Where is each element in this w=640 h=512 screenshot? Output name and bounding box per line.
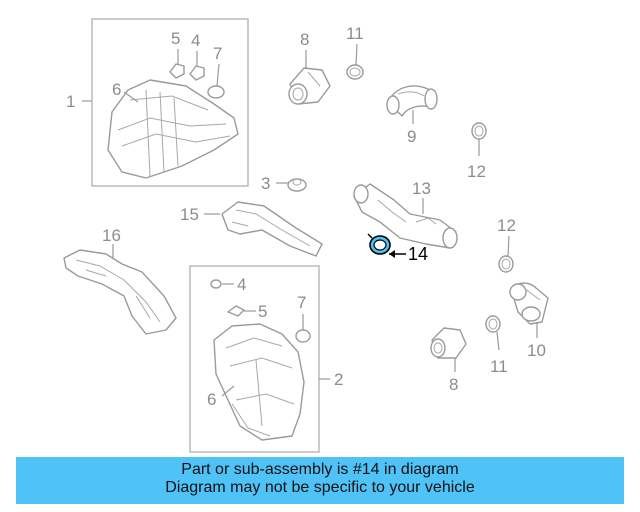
callout-8-lower: 8 bbox=[449, 375, 458, 394]
o-ring-upper-7 bbox=[207, 85, 225, 99]
part-info-banner: Part or sub-assembly is #14 in diagram D… bbox=[16, 457, 624, 504]
callout-6-lower: 6 bbox=[207, 390, 216, 409]
hose-clamp-upper-12 bbox=[471, 122, 487, 140]
callout-5-lower: 5 bbox=[258, 302, 267, 321]
callout-3: 3 bbox=[261, 174, 270, 193]
bolt-lower-4 bbox=[210, 279, 222, 289]
callout-11-lower: 11 bbox=[490, 357, 508, 376]
callout-10: 10 bbox=[527, 341, 546, 360]
hose-clamp-lower-11 bbox=[485, 315, 501, 333]
banner-line-2: Diagram may not be specific to your vehi… bbox=[165, 479, 475, 496]
mass-airflow-sensor-lower bbox=[430, 327, 467, 359]
banner-line-1: Part or sub-assembly is #14 in diagram bbox=[181, 461, 459, 478]
hose-clamp-upper-11 bbox=[346, 64, 364, 80]
callout-5-upper: 5 bbox=[171, 29, 180, 48]
callout-7-lower: 7 bbox=[297, 293, 306, 312]
hose-clamp-lower-12 bbox=[498, 255, 514, 273]
resonator-duct-16 bbox=[63, 249, 177, 335]
callout-7-upper: 7 bbox=[213, 44, 222, 63]
assembly-box-2 bbox=[189, 265, 320, 453]
intake-duct-15 bbox=[221, 201, 323, 257]
callout-16: 16 bbox=[102, 226, 121, 245]
callout-9: 9 bbox=[407, 127, 416, 146]
callout-14: 14 bbox=[408, 244, 428, 264]
callout-8-upper: 8 bbox=[300, 30, 309, 49]
grommet-part-3 bbox=[287, 178, 307, 192]
callout-1: 1 bbox=[66, 92, 75, 111]
callout-6-upper: 6 bbox=[112, 80, 121, 99]
assembly-box-1 bbox=[91, 18, 249, 187]
intake-elbow-hose-9 bbox=[386, 85, 438, 117]
o-ring-lower-7 bbox=[295, 329, 311, 343]
clip-upper-5 bbox=[169, 63, 185, 79]
bolt-upper-4 bbox=[189, 65, 205, 81]
hose-clamp-14-highlighted[interactable] bbox=[367, 233, 391, 255]
callout-12-upper: 12 bbox=[467, 162, 486, 181]
clip-lower-5 bbox=[227, 305, 245, 317]
callout-2: 2 bbox=[334, 370, 343, 389]
callout-12-lower: 12 bbox=[497, 216, 516, 235]
callout-13: 13 bbox=[412, 179, 431, 198]
intake-elbow-10 bbox=[509, 282, 549, 325]
callout-4-lower: 4 bbox=[237, 275, 246, 294]
callout-15: 15 bbox=[180, 205, 199, 224]
callout-11-upper: 11 bbox=[346, 24, 364, 43]
intake-hose-13 bbox=[353, 183, 458, 249]
callout-4-upper: 4 bbox=[191, 31, 200, 50]
air-cleaner-housing-upper bbox=[107, 79, 239, 179]
air-cleaner-housing-lower bbox=[213, 323, 305, 441]
mass-airflow-sensor-upper bbox=[288, 67, 331, 105]
